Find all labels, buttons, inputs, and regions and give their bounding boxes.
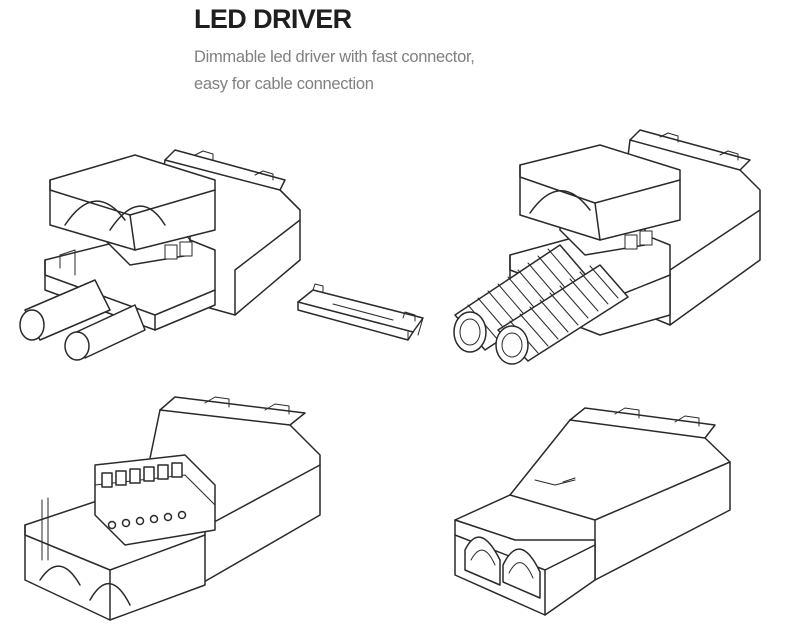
- page-subtitle: Dimmable led driver with fast connector,…: [194, 44, 475, 98]
- driver-with-corrugated-hoses-icon: [453, 129, 761, 365]
- cover-clip-icon: [297, 283, 424, 341]
- subtitle-line-2: easy for cable connection: [194, 75, 374, 93]
- driver-terminal-block-open-icon: [24, 396, 321, 621]
- driver-closed-icon: [454, 407, 731, 616]
- subtitle-line-1: Dimmable led driver with fast connector,: [194, 48, 475, 66]
- driver-open-with-cables-icon: [19, 149, 301, 361]
- page-title: LED DRIVER: [194, 4, 352, 34]
